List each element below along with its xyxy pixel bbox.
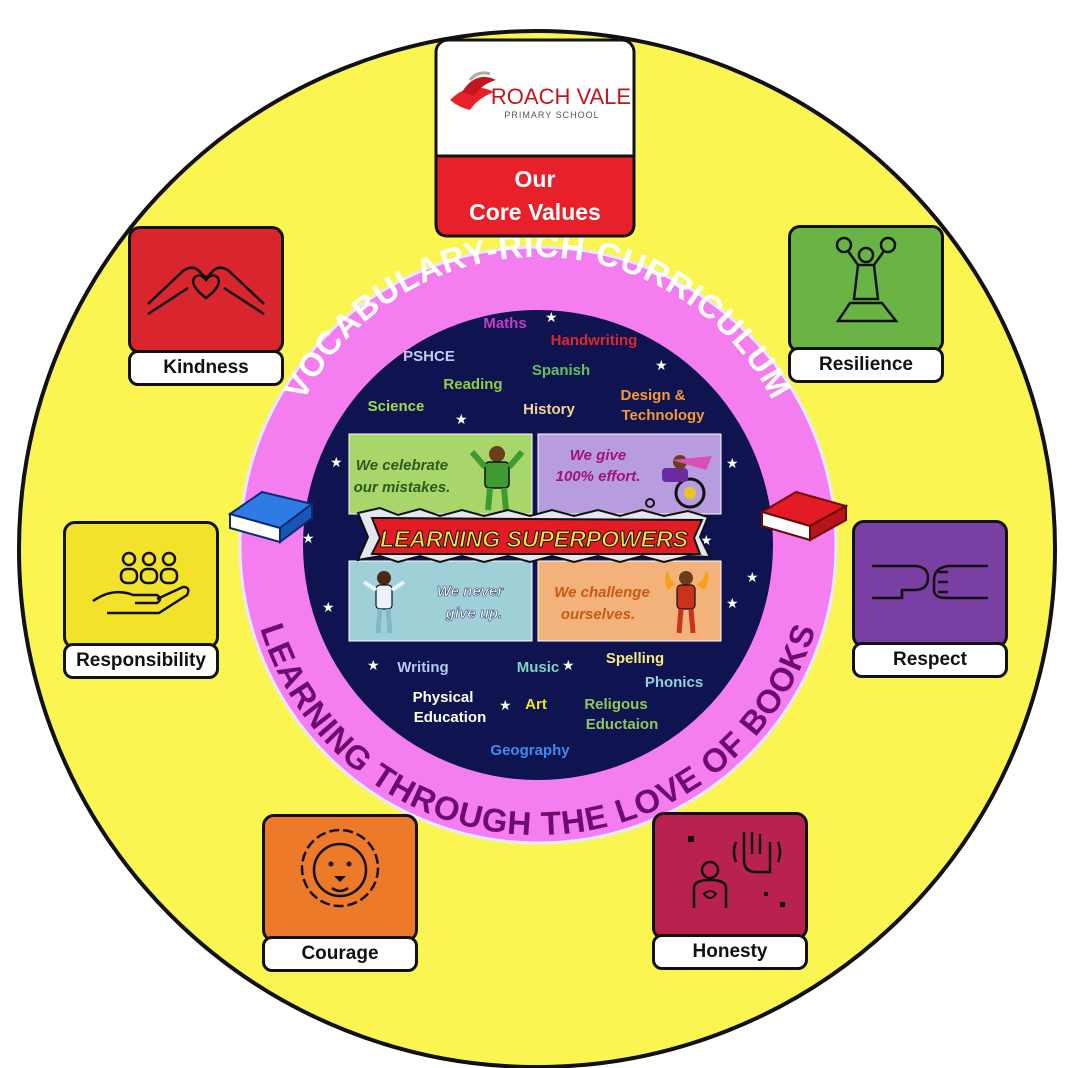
svg-text:★: ★ [726, 455, 739, 471]
value-label-honesty: Honesty [652, 934, 808, 970]
svg-text:★: ★ [726, 595, 739, 611]
stars: ★ ★ ★ ★ ★ ★ ★ ★ ★ ★ ★ ★ ★ [302, 309, 759, 713]
svg-text:give up.: give up. [445, 605, 503, 622]
subject-art: Art [525, 696, 547, 713]
blue-book-icon [227, 490, 315, 544]
heart-hands-icon [147, 266, 265, 316]
svg-text:We give: We give [570, 447, 626, 464]
svg-text:★: ★ [302, 530, 315, 546]
subject-eductaion: Eductaion [586, 716, 659, 733]
superpower-panel-4: We challenge ourselves. [537, 560, 722, 642]
superpower-panel-3: We never give up. [348, 560, 533, 642]
value-label-resilience: Resilience [788, 347, 944, 383]
subjects-bottom: Writing Music Spelling Phonics Physical … [397, 650, 703, 759]
subject-spanish: Spanish [532, 362, 590, 379]
svg-text:LEARNING SUPERPOWERS: LEARNING SUPERPOWERS [380, 526, 689, 552]
superpower-panel-2: We give 100% effort. [537, 433, 722, 515]
svg-text:our mistakes.: our mistakes. [354, 479, 451, 496]
hand-people-icon [92, 551, 190, 615]
svg-text:★: ★ [746, 569, 759, 585]
school-name: ROACH VALE [491, 84, 631, 109]
subject-religous: Religous [584, 696, 647, 713]
svg-text:★: ★ [330, 454, 343, 470]
superpower-panel-1: We celebrate our mistakes. [348, 433, 533, 515]
svg-text:★: ★ [367, 657, 380, 673]
header-title-line2: Core Values [469, 199, 601, 225]
value-label-responsibility: Responsibility [63, 643, 219, 679]
subject-design: Design & [620, 387, 685, 404]
raised-hand-icon [688, 832, 785, 908]
lion-icon [300, 828, 380, 908]
subject-education: Education [414, 709, 487, 726]
value-card-courage: Courage [262, 814, 418, 972]
subject-reading: Reading [443, 376, 502, 393]
subject-pshce: PSHCE [403, 348, 455, 365]
header-card: ROACH VALE PRIMARY SCHOOL Our Core Value… [434, 38, 636, 238]
card-resilience-bg [788, 225, 944, 353]
superpowers-banner: LEARNING SUPERPOWERS [356, 506, 712, 564]
svg-text:★: ★ [499, 697, 512, 713]
subject-physical: Physical [413, 689, 474, 706]
subject-music: Music [517, 659, 560, 676]
school-logo-icon [450, 71, 496, 110]
wheelchair-hero-icon [645, 455, 712, 509]
svg-text:100% effort.: 100% effort. [556, 468, 641, 485]
subject-handwriting: Handwriting [551, 332, 638, 349]
value-label-kindness: Kindness [128, 350, 284, 386]
subject-spelling: Spelling [606, 650, 664, 667]
value-card-resilience: Resilience [788, 225, 944, 383]
subjects-top: Maths Handwriting PSHCE Spanish Reading … [368, 315, 706, 424]
subject-maths: Maths [483, 315, 526, 332]
svg-text:We celebrate: We celebrate [356, 457, 448, 474]
svg-text:We never: We never [437, 583, 505, 600]
value-card-responsibility: Responsibility [63, 521, 219, 679]
subject-geography: Geography [490, 742, 570, 759]
value-card-honesty: Honesty [652, 812, 808, 970]
svg-text:★: ★ [455, 411, 468, 427]
fist-bump-icon [872, 564, 988, 600]
svg-text:We challenge: We challenge [554, 584, 650, 601]
svg-text:★: ★ [545, 309, 558, 325]
svg-text:★: ★ [655, 357, 668, 373]
svg-text:★: ★ [562, 657, 575, 673]
subject-technology: Technology [621, 407, 705, 424]
subject-science: Science [368, 398, 425, 415]
fire-hero-icon [665, 570, 709, 634]
value-card-respect: Respect [852, 520, 1008, 678]
card-responsibility-bg [63, 521, 219, 649]
hero-green-icon [469, 446, 525, 511]
card-respect-bg [852, 520, 1008, 648]
school-subtitle: PRIMARY SCHOOL [504, 110, 599, 120]
hero-white-icon [362, 571, 406, 634]
value-card-kindness: Kindness [128, 226, 284, 386]
red-book-icon [759, 490, 849, 542]
svg-text:ourselves.: ourselves. [561, 606, 635, 623]
header-title-line1: Our [515, 166, 556, 192]
subject-phonics: Phonics [645, 674, 703, 691]
mountain-hero-icon [835, 236, 899, 323]
svg-text:★: ★ [322, 599, 335, 615]
subject-history: History [523, 401, 575, 418]
value-label-respect: Respect [852, 642, 1008, 678]
subject-writing: Writing [397, 659, 448, 676]
value-label-courage: Courage [262, 936, 418, 972]
